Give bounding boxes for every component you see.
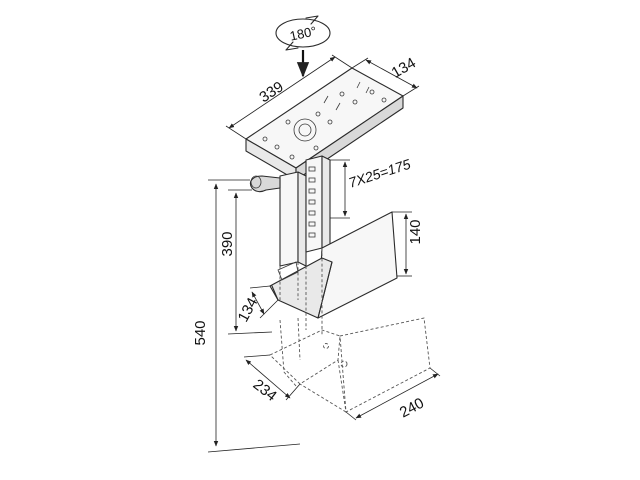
rotation-arrow-bottom-icon bbox=[285, 41, 299, 51]
rotation-label: 180° bbox=[288, 23, 317, 43]
rotation-symbol: 180° bbox=[275, 15, 331, 78]
dimension-column-height: 390 bbox=[219, 189, 273, 335]
locking-knob bbox=[249, 175, 281, 193]
dimension-overall-height: 540 bbox=[192, 179, 301, 453]
rotation-arrow-top-icon bbox=[305, 15, 319, 25]
dimension-base-depth-label: 134 bbox=[235, 295, 262, 325]
dimension-base-depth: 134 bbox=[235, 285, 279, 325]
outer-tube bbox=[249, 171, 307, 267]
lower-holder-extended bbox=[269, 248, 431, 413]
dimension-holder-height: 140 bbox=[392, 211, 424, 277]
dimension-top-depth-label: 134 bbox=[389, 54, 419, 81]
dimension-holder-width: 240 bbox=[345, 367, 441, 422]
adjustment-holes bbox=[308, 166, 316, 238]
dimension-column-height-label: 390 bbox=[219, 231, 236, 256]
dimension-adjustment: 7X25=175 bbox=[330, 156, 413, 219]
inner-column bbox=[305, 155, 331, 253]
dimension-holder-height-label: 140 bbox=[407, 219, 424, 244]
rotation-ellipse bbox=[275, 18, 331, 48]
dimension-adjustment-label: 7X25=175 bbox=[346, 156, 412, 191]
dimension-top-length-label: 339 bbox=[256, 78, 286, 106]
dimension-holder-depth-label: 234 bbox=[250, 376, 280, 405]
upper-holder bbox=[269, 211, 398, 319]
dimension-holder-width-label: 240 bbox=[397, 395, 427, 422]
dimension-overall-height-label: 540 bbox=[192, 320, 209, 345]
dimension-holder-depth: 234 bbox=[243, 354, 301, 405]
